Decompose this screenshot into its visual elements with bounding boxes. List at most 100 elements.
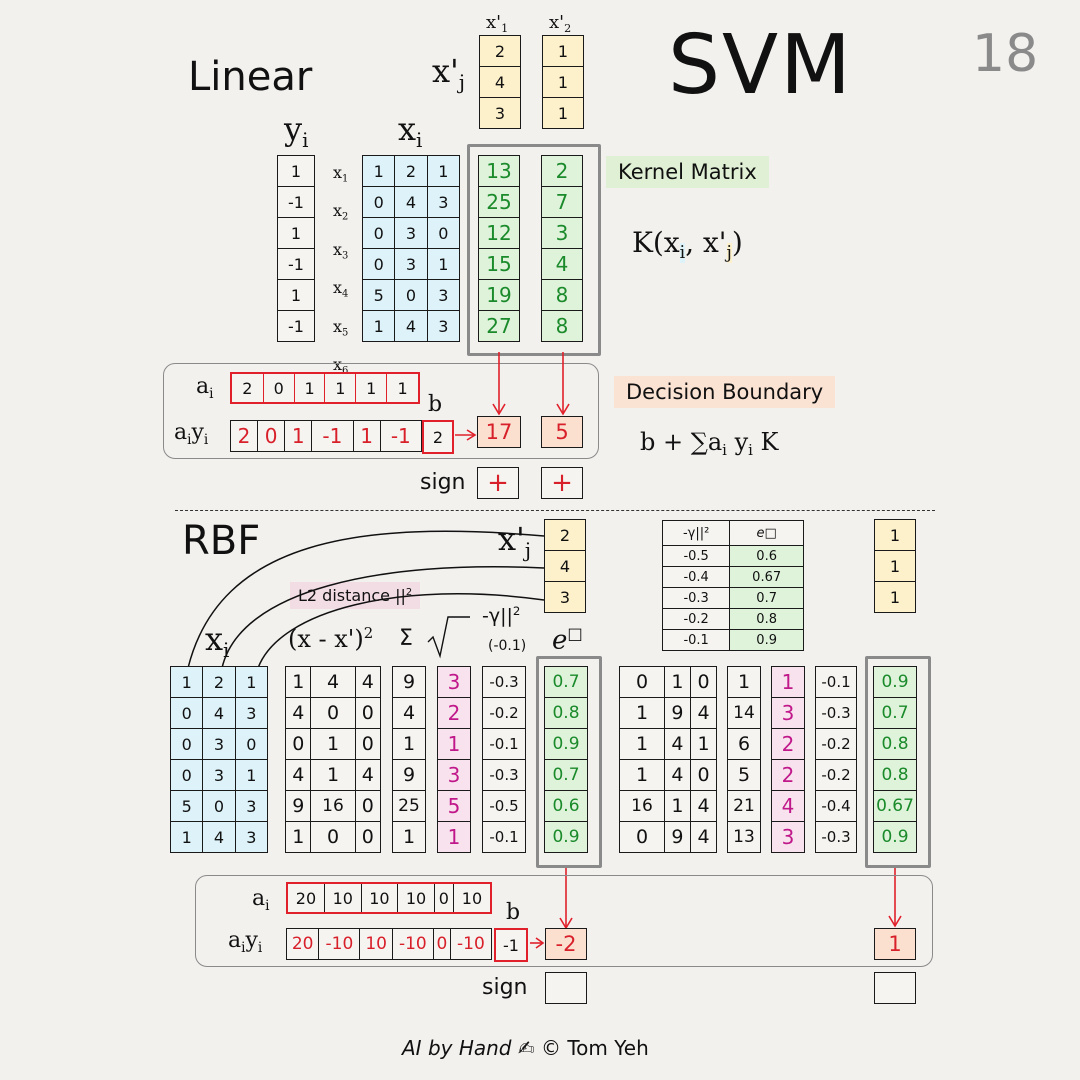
table-cell: -0.3 [815,697,857,729]
table-cell: 3 [394,248,428,280]
table-cell: 1 [324,372,357,404]
rbf-gamma-1: -0.3 -0.2 -0.1 -0.3 -0.5 -0.1 [482,666,526,853]
table-cell: 1 [392,821,426,853]
table-cell: 0 [354,728,382,760]
table-cell: 4 [663,728,691,760]
table-cell: 4 [284,697,312,729]
sum-symbol: Σ [399,626,413,651]
table-cell: 8 [541,279,583,311]
table-cell: 1 [437,728,471,760]
rbf-xprime-1: 2 4 3 [544,519,586,613]
curve-to-xprime-2 [221,566,545,669]
table-cell: 3 [202,759,236,791]
table-cell: 0.67 [873,790,917,822]
table-cell: 1 [234,759,269,791]
rbf-exp-frame-2 [865,656,931,868]
table-cell: 4 [202,697,236,729]
table-cell: e□ [729,520,804,546]
table-cell: -0.2 [482,697,526,729]
table-cell: 4 [394,310,428,342]
table-cell: 0.9 [873,666,917,698]
table-cell: 3 [426,310,461,342]
kernel-column-1: 13 25 12 15 19 27 [478,155,520,342]
table-cell: 1 [663,790,691,822]
linear-sign-2: + [541,467,583,499]
table-cell: 3 [234,697,269,729]
table-cell: -0.4 [815,790,857,822]
table-cell: -1 [277,248,315,280]
table-cell: 4 [354,666,382,698]
linear-b-label: b [428,392,443,417]
table-cell[interactable] [545,972,587,1004]
table-cell: 1 [771,666,805,698]
table-cell: 2 [479,35,521,67]
table-cell: 0 [202,790,236,822]
page-number: 18 [972,24,1039,84]
decision-formula: b + ∑ai yi K [640,428,779,460]
table-cell: 3 [771,697,805,729]
linear-output-2: 5 [541,416,583,448]
table-cell: 2 [437,697,471,729]
table-cell[interactable] [874,972,916,1004]
table-cell: 0 [432,928,451,960]
table-cell: -1 [494,928,528,962]
rbf-sum-1: 9 4 1 9 25 1 [392,666,426,853]
table-cell: 7 [541,186,583,218]
table-cell: 0 [169,759,204,791]
rbf-sqrt-1: 3 2 1 3 5 1 [437,666,471,853]
table-cell: 0 [361,217,396,249]
table-cell: 5 [541,416,583,448]
rbf-exp-2: 0.9 0.7 0.8 0.8 0.67 0.9 [873,666,917,853]
table-cell: 6 [727,728,761,760]
table-cell: 4 [394,186,428,218]
red-arrows [455,352,902,949]
table-cell: 4 [689,697,718,729]
table-cell: 9 [392,666,426,698]
table-cell: 4 [202,821,236,853]
table-cell: 1 [352,420,381,452]
table-cell: 4 [284,759,312,791]
table-cell: 0 [234,728,269,760]
table-cell: -0.2 [661,608,731,630]
table-cell: 9 [663,821,691,853]
table-cell: 20 [286,882,325,914]
table-cell: 1 [437,821,471,853]
table-cell: 3 [437,666,471,698]
table-cell: 4 [392,697,426,729]
table-cell: 3 [541,217,583,249]
linear-x-label: xi [398,110,423,152]
linear-sign-1: + [477,467,519,499]
linear-a-label: ai [196,374,214,402]
table-cell: -0.3 [661,587,731,609]
table-cell: 16 [619,790,665,822]
table-cell: 0.7 [544,759,588,791]
table-cell: 1 [310,759,356,791]
table-cell: 4 [771,790,805,822]
table-cell: 0 [354,790,382,822]
diff-label: (x - x')2 [288,624,374,653]
table-cell: 0 [354,697,382,729]
rbf-xprime-label: x'j [498,520,531,562]
table-cell: 2 [202,666,236,698]
table-cell: 3 [234,821,269,853]
table-cell: 0 [169,728,204,760]
table-cell: 1 [284,666,312,698]
table-cell: 4 [479,66,521,98]
table-cell: -1 [379,420,423,452]
table-cell: 0 [310,697,356,729]
linear-b-value: 2 [422,420,454,454]
table-cell: 0 [689,666,718,698]
rbf-xprime-2: 1 1 1 [874,519,916,613]
table-cell: 0.7 [873,697,917,729]
pencil-icon: ✍ [517,1036,535,1060]
table-cell: 1 [169,666,204,698]
linear-decision-panel [163,363,599,459]
table-cell: 14 [727,697,761,729]
table-cell: 10 [323,882,362,914]
rbf-sign-2 [874,972,916,1004]
table-cell: 16 [310,790,356,822]
table-cell: -10 [391,928,434,960]
table-cell: 0.8 [873,759,917,791]
